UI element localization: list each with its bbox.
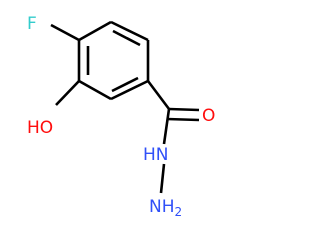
- bond-carbonyl-double-inner: [166, 117, 200, 122]
- atom-label-carbonyl-oxygen: O: [202, 106, 215, 126]
- atom-label-nh2-subscript: 2: [175, 205, 183, 219]
- atom-label-fluorine: F: [27, 14, 37, 34]
- atom-label-hydrazide-nh2: NH2: [149, 197, 182, 219]
- atom-label-hydroxyl: HO: [27, 118, 53, 138]
- bond-ring-fluorine: [50, 23, 80, 42]
- bond-carbonyl-nitrogen: [162, 108, 171, 145]
- structure-canvas: F HO O HN NH2: [27, 14, 215, 219]
- bond-nitrogen-nitrogen: [159, 163, 166, 194]
- bond-ring-hydroxyl: [55, 80, 80, 106]
- bond-ring-carbonyl-carbon: [146, 80, 171, 110]
- ring-bond-c1-c2: [78, 20, 112, 42]
- benzene-ring: [77, 20, 150, 101]
- bond-carbonyl-double-outer: [168, 107, 200, 112]
- ring-double-bond-inner-bottom: [111, 76, 139, 93]
- atom-label-nh2-main: NH: [149, 197, 175, 217]
- ring-double-bond-inner-top: [112, 29, 141, 47]
- molecule-structure: F HO O HN NH2: [27, 14, 215, 219]
- ring-bond-c4-c5: [110, 79, 149, 101]
- atom-label-hydrazide-nh: HN: [143, 145, 169, 165]
- ring-bond-c2-c3: [110, 20, 149, 42]
- ring-bond-c5-c6: [78, 79, 112, 101]
